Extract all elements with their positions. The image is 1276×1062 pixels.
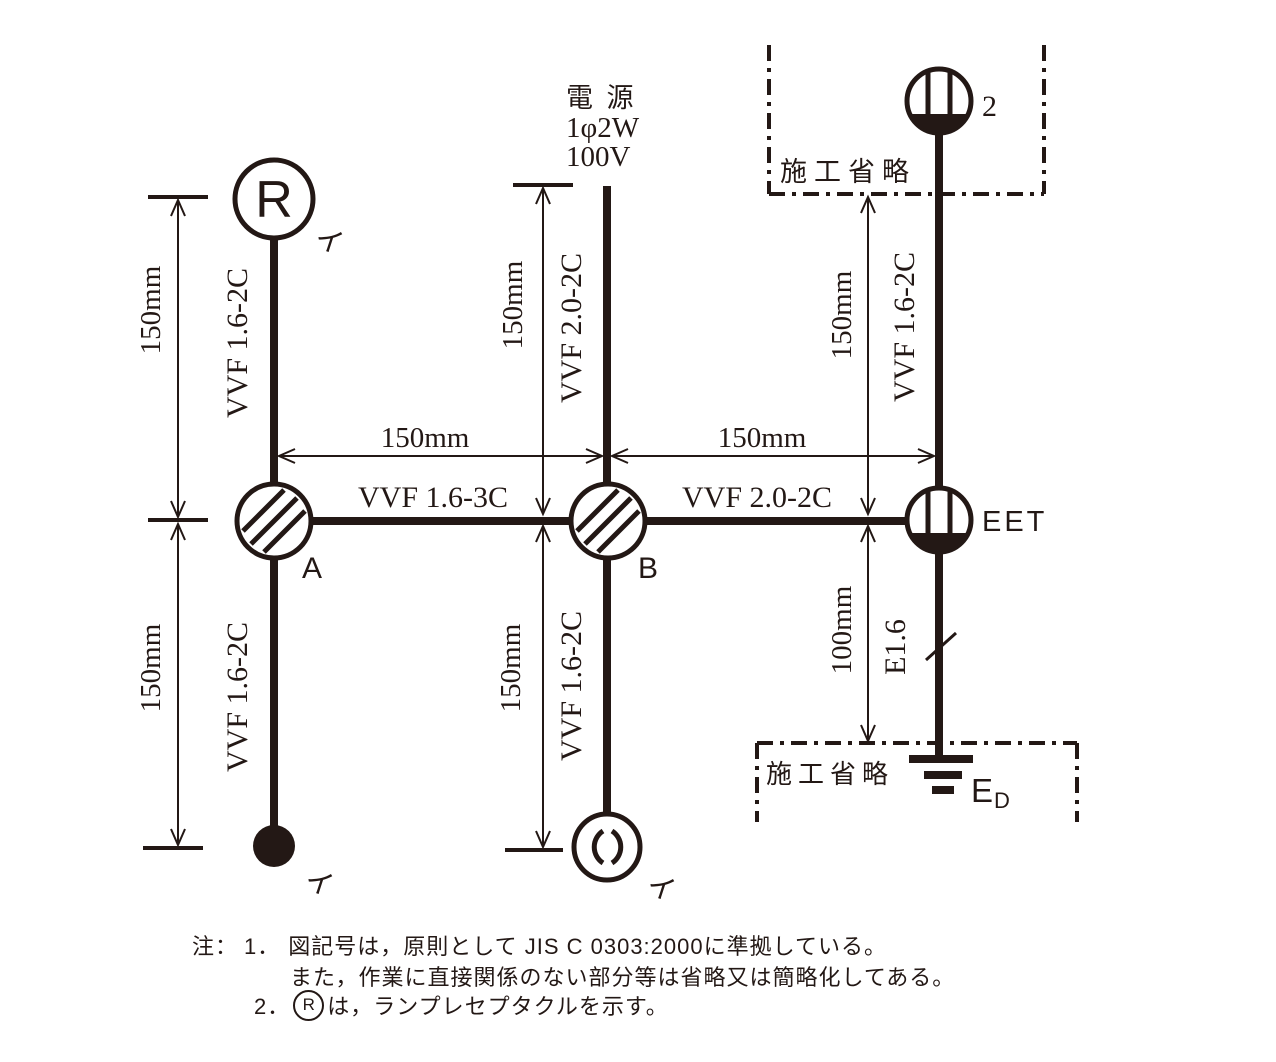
cable-label-a-to-b: VVF 1.6-3C xyxy=(358,481,508,514)
power-source-title: 電 源 xyxy=(566,83,637,113)
omission-box-bottom: 施工省略 xyxy=(755,741,1079,822)
outlet-double-symbol: 2 xyxy=(904,66,997,136)
outlet-eet-circle xyxy=(904,485,974,555)
cable-label-a-to-switch: VVF 1.6-2C xyxy=(221,622,254,772)
dim-arrow xyxy=(917,448,937,464)
junction-box-b-hatch xyxy=(575,488,620,533)
dim-arrow xyxy=(860,724,876,744)
earth-symbol: E D xyxy=(909,755,1010,813)
junction-box-b-hatch xyxy=(596,509,641,554)
dim-arrow xyxy=(535,830,551,850)
outlet-count-label: 2 xyxy=(982,90,997,123)
dim-arrow xyxy=(535,523,551,543)
dim-arrow xyxy=(860,497,876,517)
note-1-text-continued: また，作業に直接関係のない部分等は省略又は簡略化してある。 xyxy=(290,965,956,990)
circled-r-symbol: R xyxy=(293,989,325,1021)
dim-label-mid-top: 150mm xyxy=(497,260,529,349)
rosette-circuit-mark: イ xyxy=(643,869,679,907)
note-line-3: 2． R は，ランプレセプタクルを示す。 xyxy=(254,989,669,1021)
cable-label-b-to-rosette: VVF 1.6-2C xyxy=(555,611,588,761)
note-2-number: 2． xyxy=(254,994,291,1019)
cable-label-source-to-b: VVF 2.0-2C xyxy=(555,253,588,403)
dim-label-right-top: 150mm xyxy=(826,270,858,359)
junction-box-a-circle xyxy=(234,481,314,561)
switch-circuit-mark: イ xyxy=(301,864,337,902)
cable-label-r-to-a: VVF 1.6-2C xyxy=(221,268,254,418)
power-source-voltage: 100V xyxy=(566,141,631,173)
cable-label-earth-wire: E1.6 xyxy=(879,619,912,675)
junction-box-b-label: B xyxy=(638,552,658,585)
dim-arrow xyxy=(276,448,296,464)
omission-box-bottom-label: 施工省略 xyxy=(766,759,894,789)
outlet-double-wall-fill xyxy=(910,114,968,133)
cables xyxy=(270,133,958,826)
junction-box-b-hatch xyxy=(583,496,633,546)
note-line-1: 注：1． 図記号は，原則として JIS C 0303:2000に準拠している。 xyxy=(192,929,887,961)
dim-arrow xyxy=(170,500,186,520)
junction-box-a-label: A xyxy=(302,552,322,585)
junction-box-a-hatch xyxy=(249,496,299,546)
note-2-text: は，ランプレセプタクルを示す。 xyxy=(327,994,669,1019)
dim-arrow xyxy=(860,523,876,543)
note-line-2: また，作業に直接関係のない部分等は省略又は簡略化してある。 xyxy=(290,960,955,992)
lamp-circuit-mark: イ xyxy=(311,222,347,260)
junction-box-a-hatch xyxy=(241,488,286,533)
junction-box-a: A xyxy=(234,481,322,585)
dim-arrow xyxy=(170,197,186,217)
omission-box-top: 施工省略 xyxy=(767,45,1046,196)
outlet-double-circle xyxy=(904,66,974,136)
note-1-text: 図記号は，原則として JIS C 0303:2000に準拠している。 xyxy=(288,934,887,959)
dim-label-mid-bottom: 150mm xyxy=(495,623,527,712)
dim-label-h-left: 150mm xyxy=(381,422,470,454)
power-source-phase: 1φ2W xyxy=(566,112,640,144)
switch-symbol: イ xyxy=(253,825,337,902)
dimension-lines: 150mm 150mm 150mm 150mm 150mm 100mm 150m… xyxy=(135,183,937,852)
junction-box-b-circle xyxy=(568,481,648,561)
outlet-eet-label: EET xyxy=(982,506,1047,538)
dim-label-left-top: 150mm xyxy=(135,265,167,354)
power-source-label: 電 源 1φ2W 100V xyxy=(566,83,640,173)
dim-label-right-bottom: 100mm xyxy=(826,585,858,674)
note-head: 注： xyxy=(192,934,239,959)
dim-arrow xyxy=(860,194,876,214)
cable-labels: VVF 1.6-2C VVF 1.6-2C VVF 2.0-2C VVF 1.6… xyxy=(221,252,921,772)
earth-label-subscript: D xyxy=(994,788,1010,813)
dim-arrow xyxy=(585,448,605,464)
dim-arrow xyxy=(535,185,551,205)
ceiling-rosette-circle xyxy=(571,811,643,883)
ceiling-rosette-right-contact xyxy=(610,828,624,866)
earth-label: E xyxy=(971,772,993,809)
junction-box-a-hatch xyxy=(262,509,307,554)
note-1-number: 1． xyxy=(244,934,281,959)
earth-wire-slash-mark xyxy=(924,631,958,662)
lamp-receptacle-circle xyxy=(232,157,316,241)
dim-label-h-right: 150mm xyxy=(718,422,807,454)
dim-arrow xyxy=(609,448,629,464)
dim-arrow xyxy=(170,828,186,848)
dim-arrow xyxy=(170,521,186,541)
dim-label-left-bottom: 150mm xyxy=(135,623,167,712)
junction-box-b: B xyxy=(568,481,658,585)
lamp-receptacle-symbol: R イ xyxy=(232,157,347,260)
outlet-eet-symbol: EET xyxy=(904,485,1047,555)
lamp-receptacle-letter: R xyxy=(255,171,293,229)
outlet-eet-wall-fill xyxy=(910,533,968,552)
cable-label-outlet-to-eet: VVF 1.6-2C xyxy=(888,252,921,402)
omission-box-top-label: 施工省略 xyxy=(780,157,916,187)
ceiling-rosette-symbol: イ xyxy=(571,811,679,907)
dim-arrow xyxy=(535,497,551,517)
ceiling-rosette-left-contact xyxy=(591,828,605,866)
cable-label-b-to-eet: VVF 2.0-2C xyxy=(682,481,832,514)
switch-dot xyxy=(253,825,295,867)
